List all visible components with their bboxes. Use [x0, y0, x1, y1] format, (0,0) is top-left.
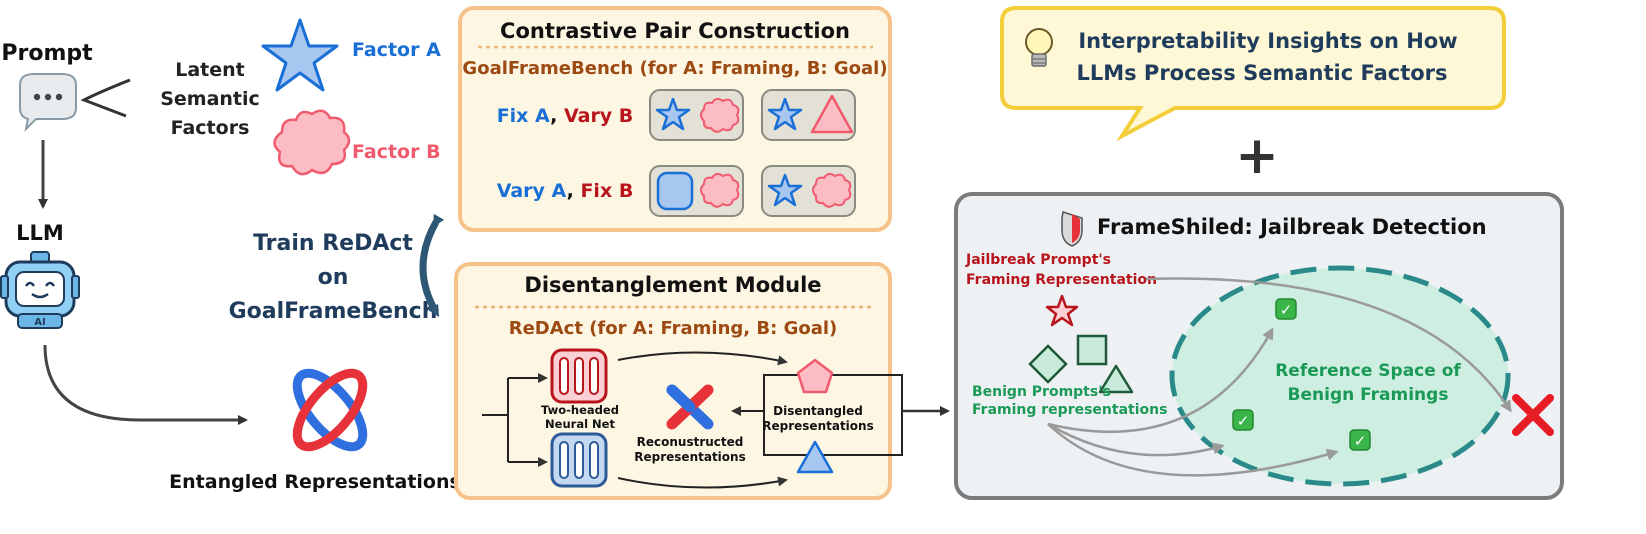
latent-label-1: Latent — [175, 59, 245, 81]
train-label-2: on — [318, 265, 349, 290]
benign-diamond-icon — [1028, 344, 1068, 384]
jailbreak-label-1: Jailbreak Prompt's — [965, 252, 1111, 268]
star-icon — [655, 97, 691, 131]
ref-label-1: Reference Space of — [1275, 361, 1461, 381]
insight-line-1: Interpretability Insights on How — [1078, 29, 1457, 53]
recon-label-1: Reconustructed — [637, 435, 744, 449]
row2-label: Vary A, Fix B — [497, 180, 634, 202]
jailbreak-star-icon — [1045, 294, 1079, 327]
benign-arrow-2 — [1047, 422, 1225, 457]
factor-a-star-icon — [261, 18, 339, 92]
check-icon: ✓ — [1275, 298, 1297, 320]
entangled-rings-icon — [292, 368, 368, 452]
ref-label-2: Benign Framings — [1288, 385, 1449, 405]
disentangle-title: Disentanglement Module — [524, 273, 821, 297]
contrastive-title: Contrastive Pair Construction — [500, 19, 850, 43]
recon-label-2: Representations — [634, 450, 745, 464]
plus-icon: + — [1235, 126, 1279, 186]
star-icon — [767, 97, 803, 131]
red-head-to-pentagon-arrow — [617, 351, 788, 366]
train-curved-arrow — [419, 213, 445, 318]
svg-text:✓: ✓ — [1354, 432, 1367, 450]
factor-b-label: Factor B — [352, 141, 441, 163]
insight-line-2: LLMs Process Semantic Factors — [1076, 61, 1447, 85]
train-label-3: GoalFrameBench — [229, 299, 438, 324]
disentangle-subtitle: ReDAct (for A: Framing, B: Goal) — [509, 318, 838, 339]
blue-head-icon — [550, 432, 608, 488]
latent-label-2: Semantic — [160, 88, 260, 110]
robot-badge: AI — [34, 317, 45, 328]
svg-text:✓: ✓ — [1280, 301, 1293, 319]
cloud-icon — [812, 172, 852, 208]
benign-square-icon — [1076, 334, 1108, 366]
entangled-label: Entangled Representations — [169, 471, 461, 493]
llm-to-entangled-arrow — [43, 344, 248, 425]
cloud-icon — [700, 97, 740, 133]
contrastive-subtitle: GoalFrameBench (for A: Framing, B: Goal) — [462, 58, 887, 79]
net-label-1: Two-headed — [541, 403, 619, 417]
triangle-icon — [810, 94, 854, 134]
latent-label-3: Factors — [171, 117, 250, 139]
reference-space-ellipse — [1169, 265, 1511, 487]
square-icon — [656, 171, 694, 211]
prompt-label: Prompt — [1, 41, 93, 66]
factor-b-cloud-icon — [273, 109, 351, 176]
benign-triangle-icon — [1098, 364, 1134, 394]
train-label-1: Train ReDAct — [253, 231, 413, 256]
input-fork — [482, 378, 509, 462]
red-head-icon — [550, 348, 608, 404]
benign-arrow-3 — [1047, 423, 1339, 477]
factor-a-label: Factor A — [352, 39, 441, 61]
benign-arrow-1 — [1047, 327, 1274, 434]
jailbreak-to-cross-arrow — [1145, 277, 1512, 413]
row1-label: Fix A, Vary B — [497, 105, 634, 127]
speech-bubble-icon — [19, 73, 77, 133]
check-icon: ✓ — [1232, 409, 1254, 431]
dis-label-1: Disentangled — [773, 404, 863, 418]
lightbulb-icon — [1025, 28, 1053, 67]
net-label-2: Neural Net — [545, 417, 615, 431]
svg-text:✓: ✓ — [1237, 412, 1250, 430]
reject-cross-icon — [1512, 394, 1554, 436]
llm-label: LLM — [16, 221, 64, 245]
insight-callout — [1000, 6, 1506, 142]
robot-icon — [0, 251, 80, 329]
cloud-icon — [700, 172, 740, 208]
star-icon — [767, 173, 803, 207]
disentangled-box — [763, 374, 903, 456]
shield-icon — [1061, 211, 1083, 247]
reconstructed-icon — [666, 384, 714, 430]
blue-head-to-triangle-arrow — [617, 476, 788, 489]
jailbreak-label-2: Framing Representation — [966, 272, 1157, 288]
benign-label-1: Benign Prompts's — [972, 384, 1111, 400]
fork-icon — [80, 78, 131, 118]
benign-label-2: Framing representations — [972, 402, 1167, 418]
pentagon-icon — [796, 358, 834, 394]
dis-label-2: Representations — [762, 419, 873, 433]
frameshield-title: FrameShiled: Jailbreak Detection — [1097, 215, 1487, 239]
triangle-icon — [796, 440, 834, 474]
check-icon: ✓ — [1349, 429, 1371, 451]
